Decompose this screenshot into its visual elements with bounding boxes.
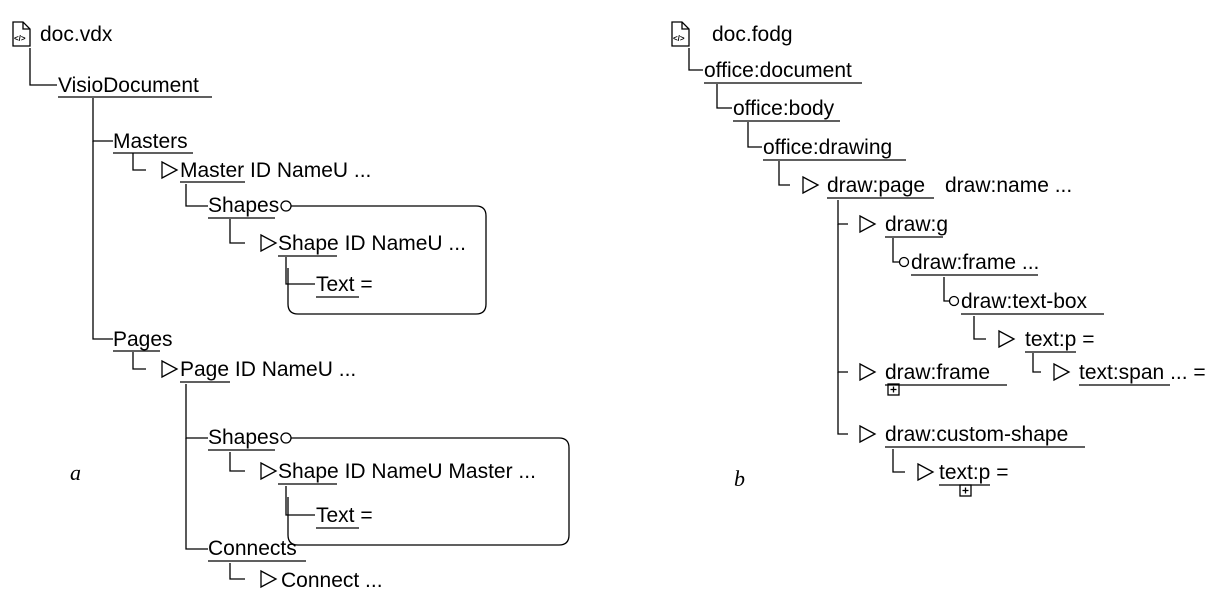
node-visio-document: VisioDocument bbox=[58, 74, 199, 97]
node-office-body: office:body bbox=[733, 97, 835, 120]
master-shapes-group-frame bbox=[280, 200, 487, 315]
node-draw-g: draw:g bbox=[885, 213, 948, 236]
file-name-fodg: doc.fodg bbox=[712, 23, 793, 46]
xml-icon-glyph: </> bbox=[673, 34, 685, 43]
optional-marker-icon bbox=[280, 432, 292, 444]
child-arrow-icon bbox=[859, 362, 877, 382]
child-arrow-icon bbox=[859, 214, 877, 234]
node-office-drawing: office:drawing bbox=[763, 136, 892, 159]
node-draw-text-box: draw:text-box bbox=[961, 290, 1088, 313]
file-name-vdx: doc.vdx bbox=[40, 23, 113, 46]
node-draw-frame: draw:frame bbox=[885, 361, 990, 384]
node-connects: Connects bbox=[208, 537, 297, 560]
panel-b-caption: b bbox=[734, 466, 745, 491]
child-arrow-icon bbox=[260, 233, 278, 253]
node-masters-text: Text = bbox=[316, 273, 373, 296]
node-g-draw-frame: draw:frame ... bbox=[911, 251, 1039, 274]
node-office-document: office:document bbox=[704, 59, 852, 82]
xml-file-icon: </> bbox=[12, 21, 31, 47]
node-pages-shapes: Shapes bbox=[208, 426, 279, 449]
expand-plus-icon bbox=[887, 383, 900, 396]
optional-marker-icon bbox=[948, 295, 960, 307]
node-text-p-1: text:p = bbox=[1025, 328, 1094, 351]
node-masters-shape: Shape ID NameU ... bbox=[278, 232, 466, 255]
xml-icon-glyph: </> bbox=[14, 34, 26, 43]
panel-b: </> doc.fodg bbox=[671, 21, 1206, 497]
child-arrow-icon bbox=[998, 329, 1016, 349]
child-arrow-icon bbox=[917, 462, 935, 482]
panel-a: </> doc.vdx bbox=[12, 21, 570, 592]
optional-marker-icon bbox=[898, 256, 910, 268]
node-draw-page: draw:page bbox=[827, 174, 925, 197]
draw-page-attrs: draw:name ... bbox=[945, 174, 1072, 197]
xml-file-icon: </> bbox=[671, 21, 690, 47]
node-master: Master ID NameU ... bbox=[180, 159, 371, 182]
panel-a-caption: a bbox=[70, 460, 81, 485]
child-arrow-icon bbox=[859, 424, 877, 444]
node-text-p-2: text:p = bbox=[939, 461, 1008, 484]
node-pages-shape: Shape ID NameU Master ... bbox=[278, 460, 536, 483]
child-arrow-icon bbox=[161, 160, 179, 180]
node-masters-shapes: Shapes bbox=[208, 194, 279, 217]
optional-marker-icon bbox=[280, 200, 292, 212]
node-masters: Masters bbox=[113, 130, 188, 153]
child-arrow-icon bbox=[161, 359, 179, 379]
node-text-span: text:span ... = bbox=[1079, 361, 1206, 384]
tree-lines-a bbox=[29, 48, 315, 580]
node-pages-text: Text = bbox=[316, 504, 373, 527]
node-pages: Pages bbox=[113, 328, 173, 351]
child-arrow-icon bbox=[260, 569, 278, 589]
child-arrow-icon bbox=[260, 461, 278, 481]
tree-lines-b bbox=[688, 48, 1041, 473]
node-connect: Connect ... bbox=[281, 569, 383, 592]
node-draw-custom-shape: draw:custom-shape bbox=[885, 423, 1068, 446]
expand-plus-icon bbox=[959, 484, 972, 497]
child-arrow-icon bbox=[1053, 362, 1071, 382]
child-arrow-icon bbox=[802, 175, 820, 195]
page-shapes-group-frame bbox=[280, 432, 570, 546]
node-page: Page ID NameU ... bbox=[180, 358, 356, 381]
